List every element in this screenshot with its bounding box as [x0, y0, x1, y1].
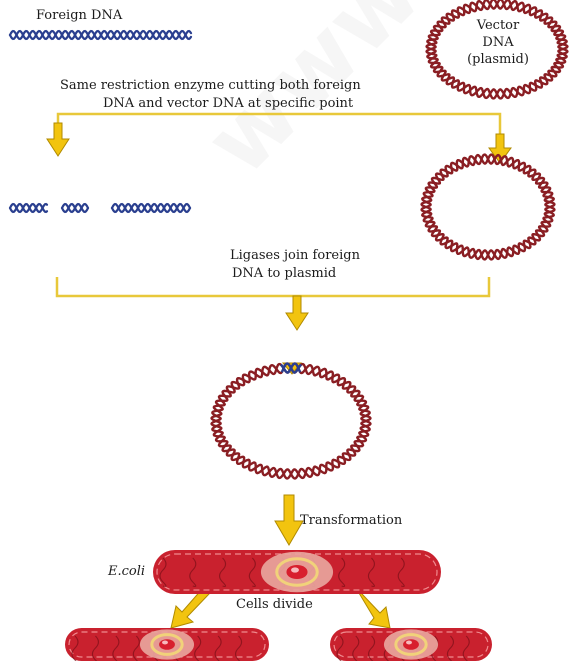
foreign-dna-fragment-right [112, 204, 190, 212]
top-bracket [58, 114, 500, 134]
vector-label-line3: (plasmid) [458, 52, 538, 68]
down-arrow-transformation [275, 495, 303, 545]
restriction-label-line2: DNA and vector DNA at specific point [103, 96, 353, 112]
ecoli-cell [153, 550, 441, 594]
vector-label-line2: DNA [458, 35, 538, 51]
ecoli-label: E.coli [108, 564, 145, 580]
recombinant-plasmid [212, 364, 371, 479]
down-arrow-left [47, 123, 69, 156]
daughter-cell-left [65, 628, 269, 661]
foreign-dna-label: Foreign DNA [36, 8, 122, 24]
daughter-cell-right [330, 628, 492, 661]
ligase-label-line1: Ligases join foreign [230, 248, 360, 264]
foreign-dna-strand [10, 31, 191, 39]
restriction-label-line1: Same restriction enzyme cutting both for… [60, 78, 361, 94]
transformation-label: Transformation [300, 513, 402, 529]
ligase-label-line2: DNA to plasmid [232, 266, 336, 282]
foreign-dna-fragment-left [10, 204, 47, 212]
vector-label-line1: Vector [458, 18, 538, 34]
cells-divide-label: Cells divide [236, 597, 313, 613]
foreign-dna-fragment-insert [62, 204, 88, 212]
cut-plasmid [422, 155, 555, 260]
down-arrow-ligase [286, 296, 308, 330]
